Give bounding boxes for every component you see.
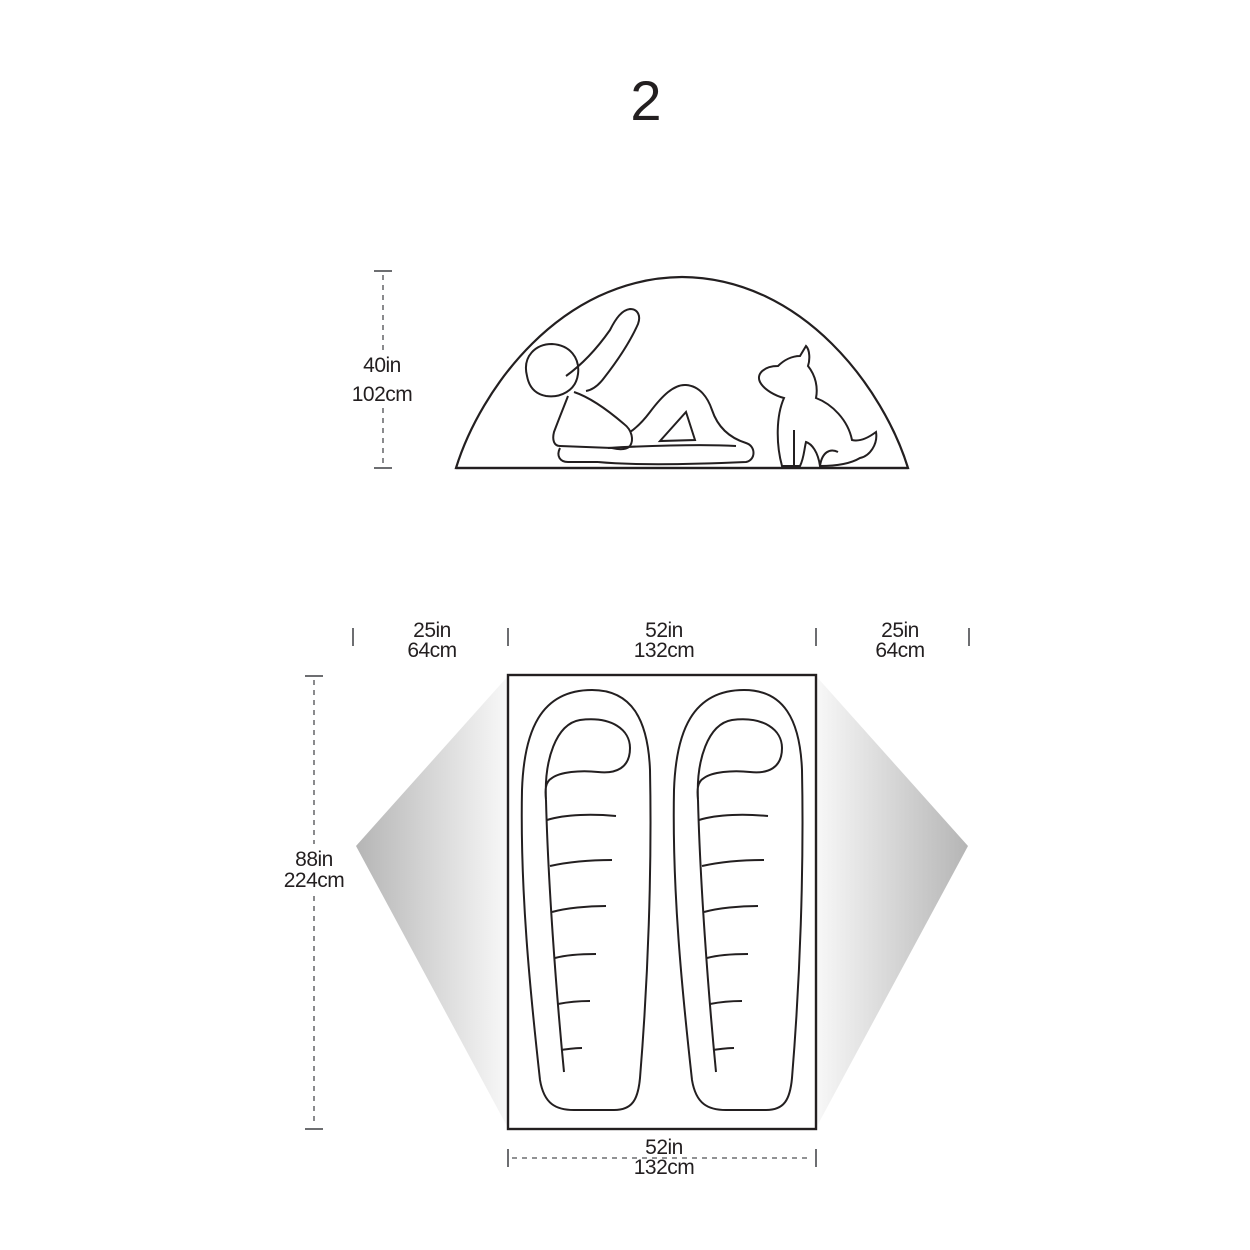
floor-width-bottom-cm-label: 132cm: [634, 1156, 695, 1179]
left-vestibule-in-label: 25in: [413, 619, 451, 642]
right-vestibule: [816, 676, 968, 1128]
length-dimension: 88in 224cm: [284, 675, 345, 1130]
top-dimension-ticks: [352, 628, 970, 646]
dog-figure: [758, 344, 878, 468]
side-view: 40in 102cm: [352, 270, 910, 470]
left-vestibule: [356, 676, 508, 1128]
right-vestibule-cm-label: 64cm: [875, 639, 924, 662]
capacity-number: 2: [630, 69, 661, 132]
floor-length-in-label: 88in: [295, 848, 333, 871]
tent-floor-rect: [506, 673, 818, 1131]
floor-width-top-in-label: 52in: [645, 619, 683, 642]
height-cm-label: 102cm: [352, 383, 413, 406]
floor-length-cm-label: 224cm: [284, 869, 345, 892]
person-figure: [524, 307, 755, 466]
floor-width-bottom-in-label: 52in: [645, 1136, 683, 1159]
sleeping-bag-left: [520, 688, 652, 1111]
sleeping-bag-right: [672, 688, 804, 1111]
height-dimension: 40in 102cm: [352, 270, 413, 469]
height-in-label: 40in: [363, 354, 401, 377]
floor-plan: 25in 64cm 52in 132cm 25in 64cm 88in 224c…: [284, 619, 970, 1179]
right-vestibule-in-label: 25in: [881, 619, 919, 642]
left-vestibule-cm-label: 64cm: [407, 639, 456, 662]
tent-dome-outline: [454, 275, 910, 470]
floor-width-top-cm-label: 132cm: [634, 639, 695, 662]
bottom-width-dimension: 52in 132cm: [507, 1136, 817, 1179]
